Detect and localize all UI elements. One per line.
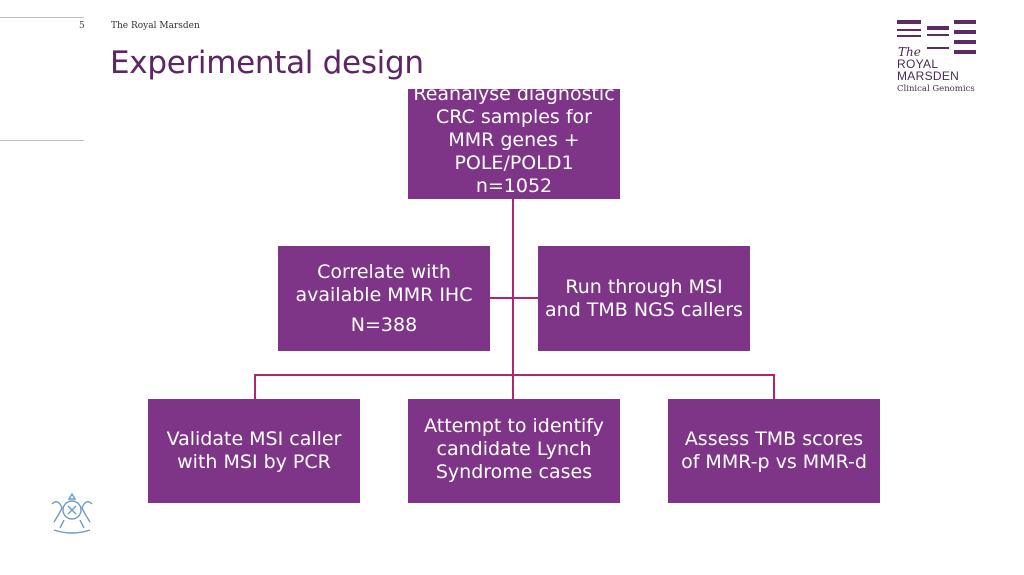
node-text-line: with MSI by PCR bbox=[177, 451, 331, 473]
connector-drop-middle bbox=[512, 374, 514, 399]
logo-bar bbox=[897, 29, 921, 31]
node-text-line: POLE/POLD1 bbox=[454, 152, 574, 174]
node-text-line: available MMR IHC bbox=[295, 283, 473, 306]
royal-crest-icon bbox=[51, 492, 93, 534]
connector-drop-left bbox=[254, 374, 256, 399]
organisation-name: The Royal Marsden bbox=[111, 21, 200, 31]
node-correlate-ihc: Correlate with available MMR IHC N=388 bbox=[278, 246, 490, 351]
logo-text-marsden: MARSDEN bbox=[897, 69, 960, 83]
node-text-line: Assess TMB scores bbox=[684, 428, 864, 450]
logo-bar bbox=[954, 30, 976, 34]
node-text-line: Attempt to identify bbox=[424, 415, 604, 437]
logo-bar bbox=[897, 35, 921, 37]
node-text-line: Correlate with bbox=[317, 260, 451, 283]
connector-drop-right bbox=[773, 374, 775, 399]
logo-bar bbox=[954, 20, 976, 24]
connector-trunk bbox=[512, 198, 514, 375]
node-count: N=388 bbox=[350, 313, 418, 336]
logo-bar bbox=[897, 20, 921, 24]
node-assess-tmb: Assess TMB scores of MMR-p vs MMR-d bbox=[668, 399, 880, 503]
node-text-line: MMR genes + bbox=[448, 129, 580, 151]
node-text-line: Syndrome cases bbox=[435, 461, 593, 483]
node-text-line: n=1052 bbox=[475, 175, 553, 197]
logo-text-royal: ROYAL bbox=[897, 57, 939, 71]
node-run-callers: Run through MSI and TMB NGS callers bbox=[538, 246, 750, 351]
logo-bar bbox=[927, 26, 949, 30]
node-text-line: candidate Lynch bbox=[436, 438, 592, 460]
node-text-line: Reanalyse diagnostic bbox=[413, 89, 615, 105]
page-title: Experimental design bbox=[110, 45, 424, 81]
node-text-line: and TMB NGS callers bbox=[545, 298, 743, 321]
logo-text-clinical-genomics: Clinical Genomics bbox=[897, 84, 975, 94]
node-text-line: CRC samples for bbox=[436, 106, 592, 128]
royal-marsden-logo: The ROYAL MARSDEN Clinical Genomics bbox=[894, 18, 984, 100]
logo-bar bbox=[954, 40, 976, 44]
logo-text-the: The bbox=[898, 45, 921, 59]
connector-right-branch bbox=[512, 297, 538, 299]
node-text-line: Validate MSI caller bbox=[166, 428, 342, 450]
logo-bar bbox=[954, 50, 976, 54]
node-text-line: Run through MSI bbox=[565, 275, 723, 298]
header-rule-bottom bbox=[0, 140, 84, 141]
slide-number: 5 bbox=[79, 21, 85, 31]
node-text-line: of MMR-p vs MMR-d bbox=[681, 451, 867, 473]
node-identify-lynch: Attempt to identify candidate Lynch Synd… bbox=[408, 399, 620, 503]
logo-bar bbox=[927, 34, 949, 36]
logo-bar bbox=[927, 47, 949, 49]
header-rule-top bbox=[0, 17, 84, 18]
connector-left-branch bbox=[490, 297, 514, 299]
connector-bottom-bar bbox=[254, 374, 775, 376]
node-reanalyse-samples: Reanalyse diagnostic CRC samples for MMR… bbox=[408, 89, 620, 199]
node-validate-msi: Validate MSI caller with MSI by PCR bbox=[148, 399, 360, 503]
